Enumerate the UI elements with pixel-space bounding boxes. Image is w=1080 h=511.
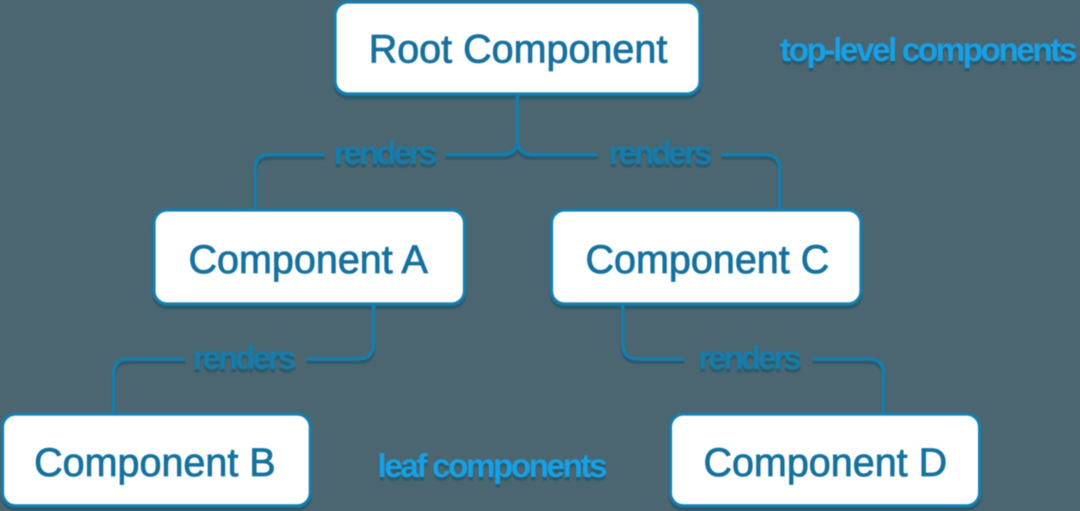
svg-text:Component A: Component A	[189, 238, 429, 282]
svg-text:Component C: Component C	[586, 238, 830, 282]
svg-text:Root Component: Root Component	[369, 27, 668, 71]
svg-text:renders: renders	[334, 134, 436, 171]
svg-text:Component B: Component B	[34, 441, 276, 485]
svg-text:renders: renders	[193, 339, 295, 376]
svg-text:leaf components: leaf components	[378, 447, 607, 484]
svg-text:top-level components: top-level components	[780, 31, 1076, 68]
svg-text:renders: renders	[609, 134, 711, 171]
svg-text:renders: renders	[698, 339, 800, 376]
svg-text:Component D: Component D	[703, 441, 947, 485]
